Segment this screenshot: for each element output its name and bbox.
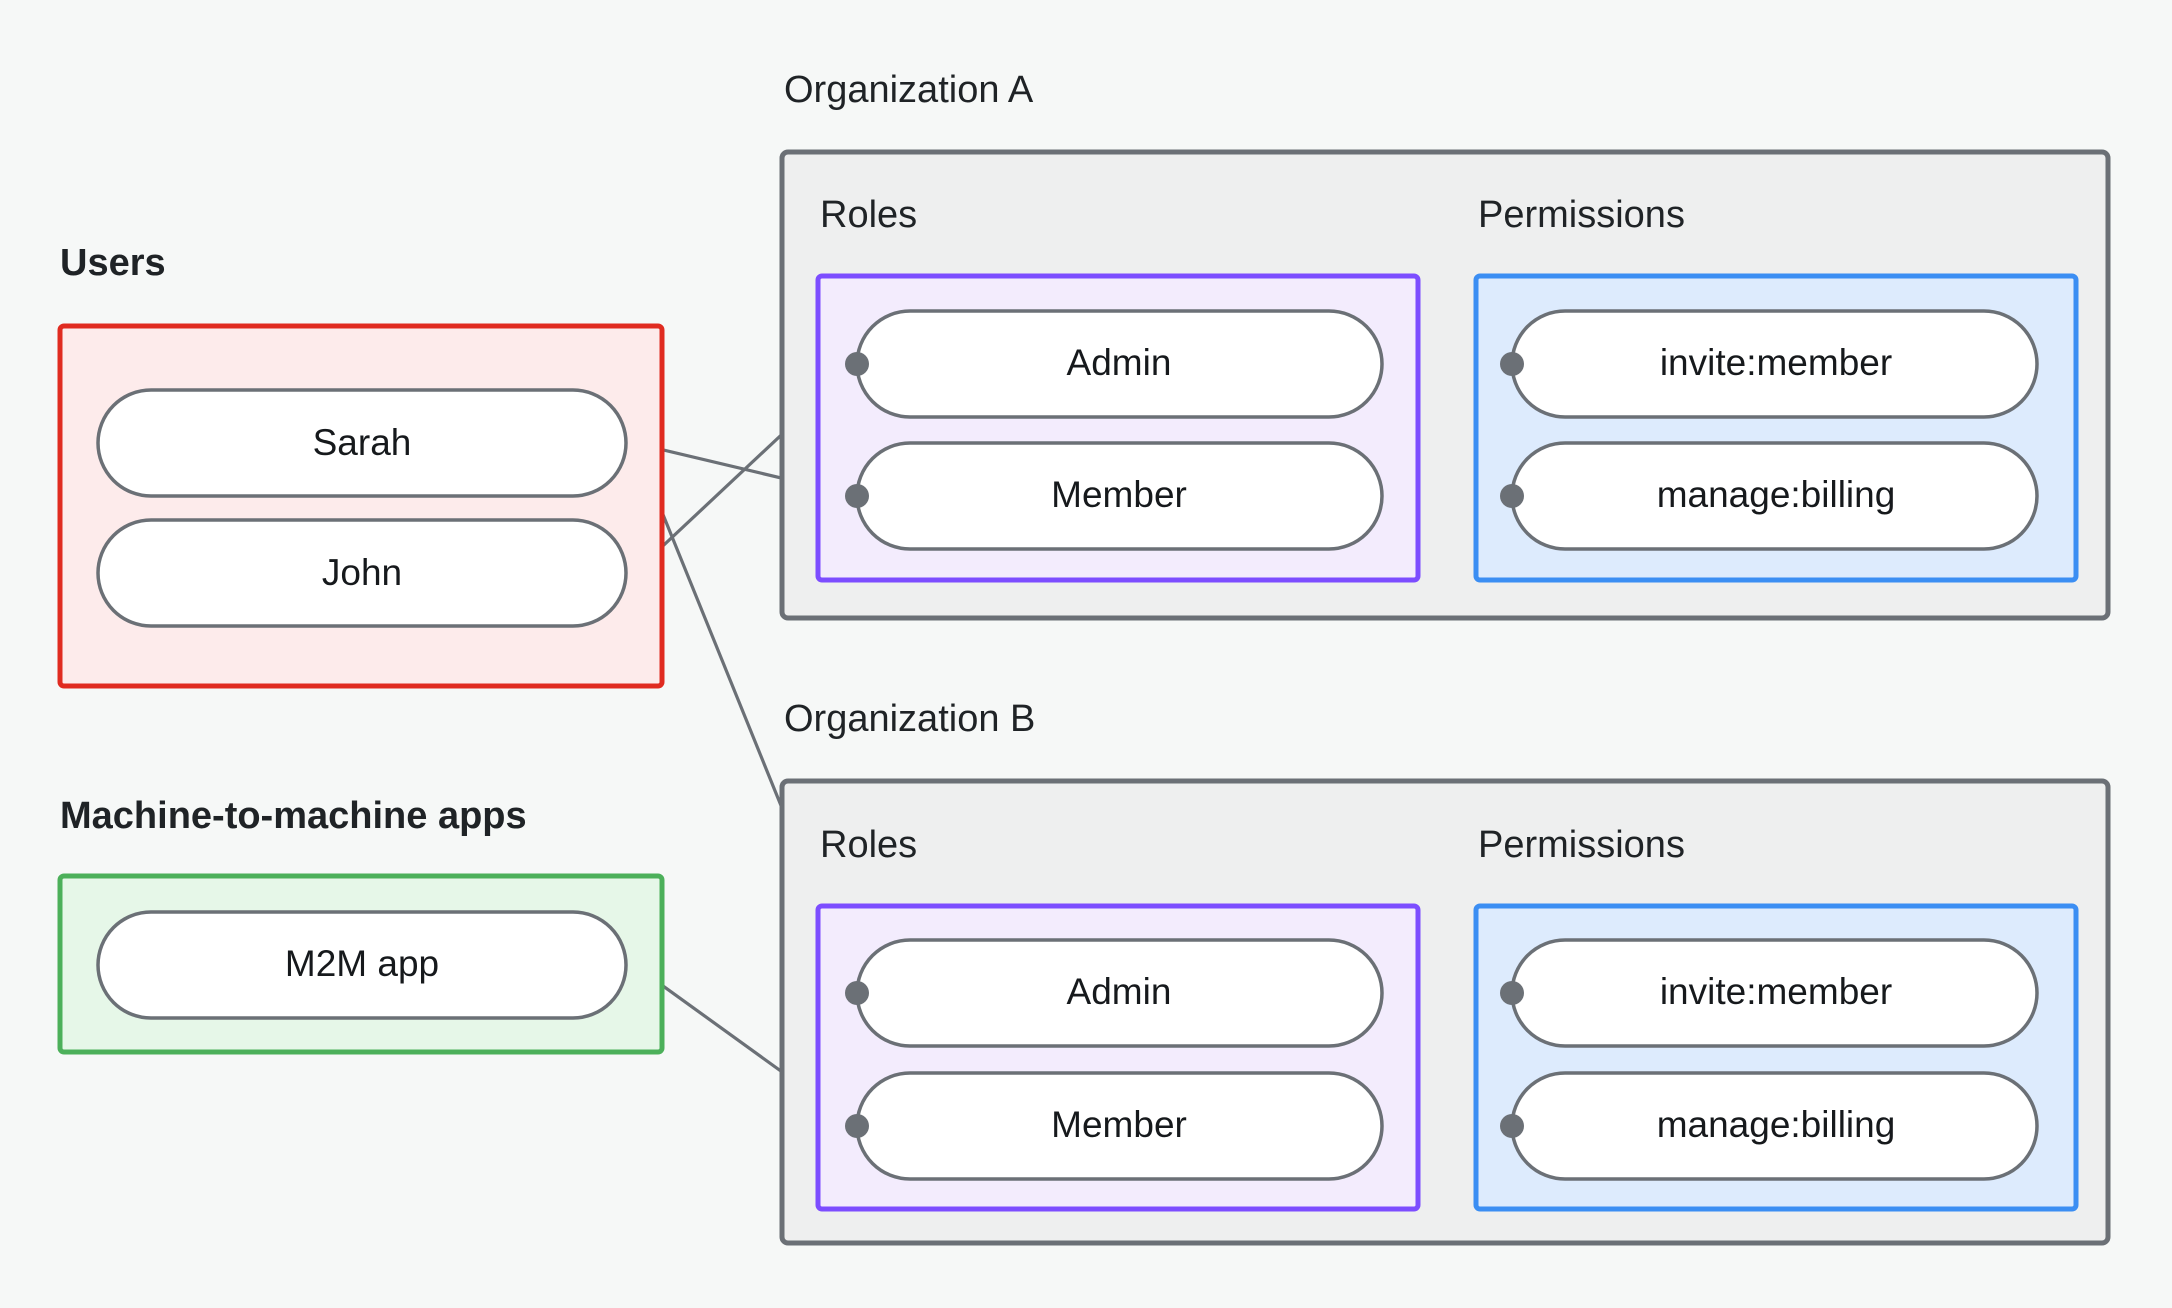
org-a-title: Organization A (784, 69, 1034, 111)
org-a-roles-title: Roles (820, 194, 917, 236)
endpoint-dot-org-b-admin (845, 981, 869, 1005)
node-john[interactable]: John (96, 518, 628, 628)
node-john-shape[interactable] (96, 518, 628, 628)
node-org-a-invite-member[interactable]: invite:member (1510, 309, 2039, 419)
node-org-a-member-label: Member (1051, 474, 1187, 515)
node-org-b-invite-member[interactable]: invite:member (1510, 938, 2039, 1048)
org-b-title: Organization B (784, 698, 1035, 740)
org-a-permissions-title: Permissions (1478, 194, 1685, 236)
users-group-title: Users (60, 242, 166, 284)
node-org-a-manage-billing[interactable]: manage:billing (1510, 441, 2039, 551)
group-org-b: Organization B Roles Permissions Admin M… (779, 698, 2111, 1246)
node-org-b-admin-label: Admin (1067, 971, 1172, 1012)
edge-endpoint-layer (845, 352, 1524, 1138)
endpoint-dot-org-a-invite-member (1500, 352, 1524, 376)
node-org-b-manage-billing-label: manage:billing (1657, 1104, 1896, 1145)
node-org-a-invite-member-label: invite:member (1660, 342, 1892, 383)
node-sarah-shape[interactable] (96, 388, 628, 498)
endpoint-dot-org-a-manage-billing (1500, 484, 1524, 508)
group-org-a: Organization A Roles Permissions Admin M… (779, 69, 2111, 621)
group-users: Users Sarah John (57, 242, 665, 689)
endpoint-dot-org-a-admin (845, 352, 869, 376)
endpoint-dot-org-b-member (845, 1114, 869, 1138)
node-m2m-app[interactable]: M2M app (96, 910, 628, 1020)
node-m2m-app-label: M2M app (285, 943, 439, 984)
node-sarah[interactable]: Sarah (96, 388, 628, 498)
node-org-a-admin-label: Admin (1067, 342, 1172, 383)
node-org-b-invite-member-label: invite:member (1660, 971, 1892, 1012)
node-org-b-member-label: Member (1051, 1104, 1187, 1145)
node-org-b-manage-billing[interactable]: manage:billing (1510, 1071, 2039, 1181)
node-m2m-app-shape[interactable] (96, 910, 628, 1020)
m2m-group-title: Machine-to-machine apps (60, 795, 527, 837)
org-b-permissions-title: Permissions (1478, 824, 1685, 866)
endpoint-dot-org-b-manage-billing (1500, 1114, 1524, 1138)
users-container (57, 323, 665, 689)
endpoint-dot-org-b-invite-member (1500, 981, 1524, 1005)
org-b-roles-title: Roles (820, 824, 917, 866)
group-m2m: Machine-to-machine apps M2M app (57, 795, 665, 1055)
node-org-b-member[interactable]: Member (855, 1071, 1384, 1181)
endpoint-dot-org-a-member (845, 484, 869, 508)
node-org-b-admin[interactable]: Admin (855, 938, 1384, 1048)
node-org-a-member[interactable]: Member (855, 441, 1384, 551)
node-org-a-admin[interactable]: Admin (855, 309, 1384, 419)
node-org-a-manage-billing-label: manage:billing (1657, 474, 1896, 515)
node-sarah-label: Sarah (313, 422, 412, 463)
node-john-label: John (322, 552, 402, 593)
